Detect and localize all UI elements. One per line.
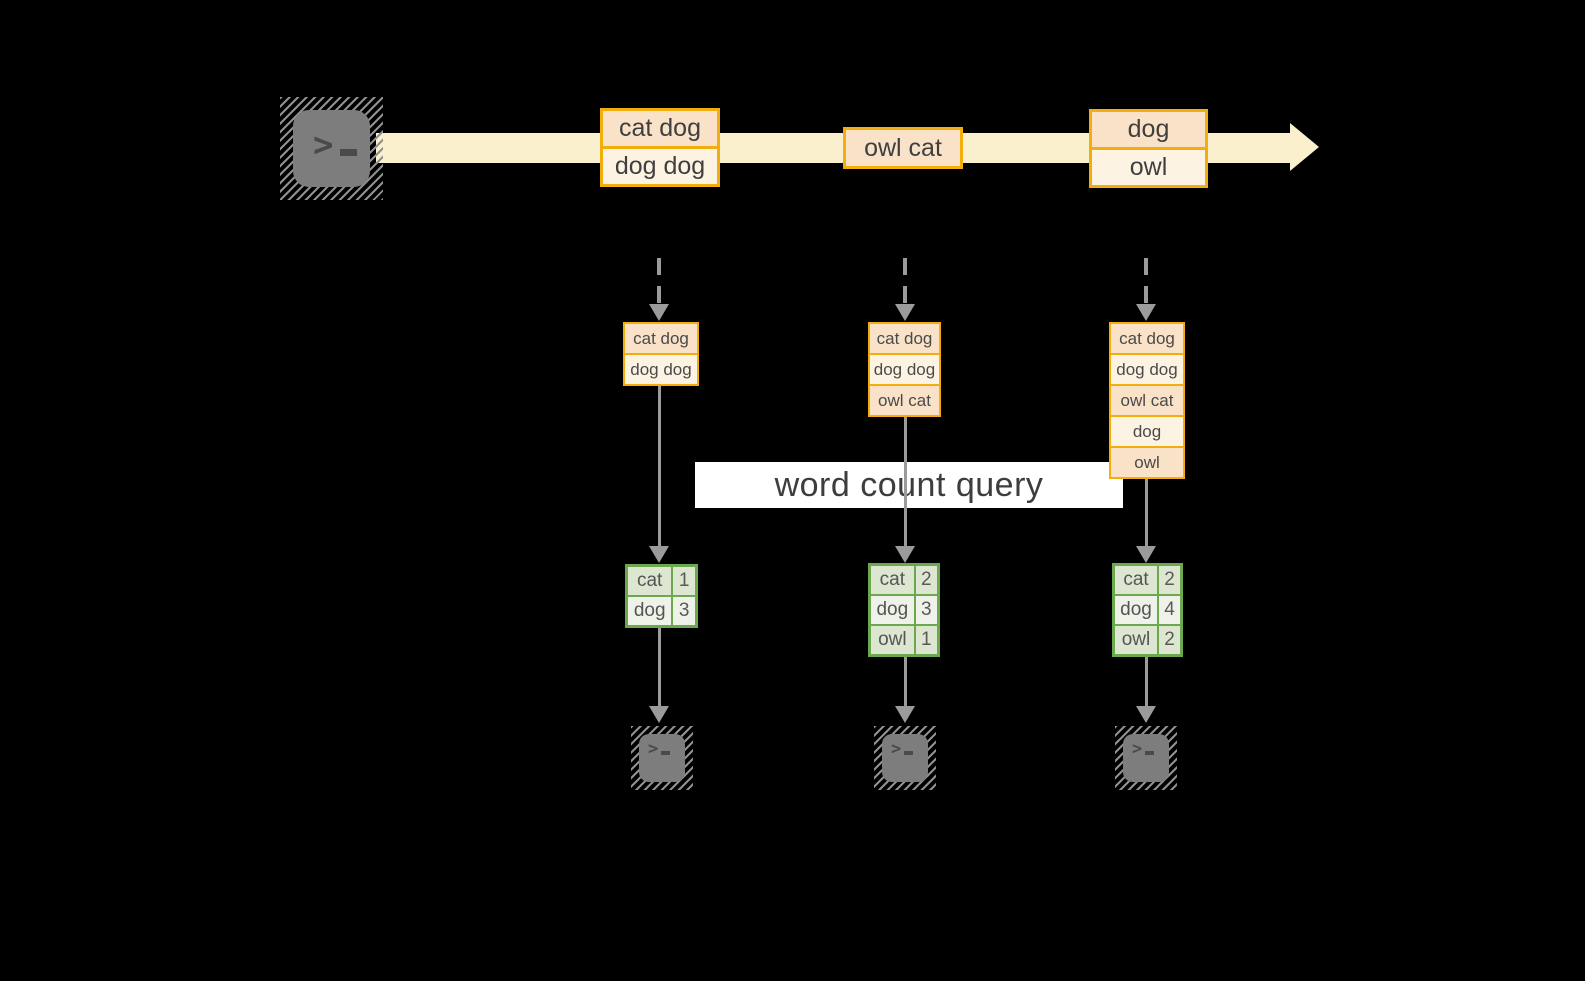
- stream-event-box-1: cat dog dog dog: [600, 108, 720, 187]
- query-arrowhead-3: [1136, 546, 1156, 563]
- output-arrowhead-2: [895, 706, 915, 723]
- input-record: owl cat: [870, 384, 939, 415]
- query-arrowhead-1: [649, 546, 669, 563]
- terminal-screen: >: [639, 734, 685, 782]
- output-arrowhead-1: [649, 706, 669, 723]
- table-row: dog 3: [628, 595, 695, 625]
- result-table-1: cat 1 dog 3: [625, 564, 698, 628]
- output-arrow-line-2: [904, 657, 907, 707]
- source-terminal-icon: >: [280, 97, 383, 200]
- input-record: dog dog: [1111, 353, 1183, 384]
- trigger-arrow-line-3: [1144, 258, 1148, 304]
- table-row: cat 2: [1115, 566, 1180, 594]
- table-row: owl 2: [1115, 624, 1180, 654]
- terminal-screen: >: [882, 734, 928, 782]
- table-row: cat 2: [871, 566, 937, 594]
- result-table-3: cat 2 dog 4 owl 2: [1112, 563, 1183, 657]
- output-arrow-line-1: [658, 628, 661, 707]
- sink-terminal-icon-3: >: [1115, 726, 1177, 790]
- word-cell: cat: [879, 569, 906, 590]
- input-records-box-3: cat dog dog dog owl cat dog owl: [1109, 322, 1185, 479]
- input-record: owl: [1111, 446, 1183, 477]
- terminal-screen: >: [293, 110, 370, 187]
- count-cell: 1: [913, 626, 937, 654]
- word-cell: cat: [636, 570, 663, 591]
- sink-terminal-icon-1: >: [631, 726, 693, 790]
- count-cell: 3: [671, 597, 695, 625]
- input-record: owl cat: [1111, 384, 1183, 415]
- table-row: cat 1: [628, 567, 695, 595]
- word-cell: owl: [1121, 629, 1151, 650]
- terminal-cursor-icon: [340, 149, 358, 156]
- terminal-prompt-icon: >: [1132, 741, 1155, 758]
- query-label: word count query: [774, 465, 1044, 504]
- terminal-cursor-icon: [1145, 751, 1155, 755]
- result-table-2: cat 2 dog 3 owl 1: [868, 563, 940, 657]
- trigger-arrowhead-3: [1136, 304, 1156, 321]
- query-arrow-line-3: [1145, 479, 1148, 546]
- stream-arrowhead-icon: [1290, 123, 1319, 171]
- table-row: dog 4: [1115, 594, 1180, 624]
- input-record: cat dog: [870, 324, 939, 353]
- terminal-cursor-icon: [661, 751, 671, 755]
- terminal-cursor-icon: [904, 751, 914, 755]
- word-cell: dog: [633, 600, 666, 621]
- input-record: cat dog: [1111, 324, 1183, 353]
- count-cell: 1: [671, 567, 695, 595]
- word-cell: cat: [1123, 569, 1149, 590]
- input-records-box-1: cat dog dog dog: [623, 322, 699, 386]
- query-arrowhead-2: [895, 546, 915, 563]
- word-count-query-banner: word count query: [695, 462, 1123, 508]
- input-record: dog: [1111, 415, 1183, 446]
- trigger-arrow-line-2: [903, 258, 907, 304]
- stream-record: owl: [1092, 147, 1205, 185]
- input-records-box-2: cat dog dog dog owl cat: [868, 322, 941, 417]
- table-row: dog 3: [871, 594, 937, 624]
- word-cell: owl: [878, 629, 907, 650]
- stream-record: dog dog: [603, 146, 717, 184]
- sink-terminal-icon-2: >: [874, 726, 936, 790]
- terminal-screen: >: [1123, 734, 1169, 782]
- table-row: owl 1: [871, 624, 937, 654]
- input-record: cat dog: [625, 324, 697, 353]
- count-cell: 2: [913, 566, 937, 594]
- count-cell: 4: [1157, 596, 1180, 624]
- input-record: dog dog: [625, 353, 697, 384]
- stream-event-box-2: owl cat: [843, 127, 963, 169]
- trigger-arrowhead-1: [649, 304, 669, 321]
- count-cell: 2: [1157, 626, 1180, 654]
- terminal-prompt-icon: >: [891, 741, 914, 758]
- stream-record: cat dog: [603, 111, 717, 146]
- stream-record: dog: [1092, 112, 1205, 147]
- output-arrow-line-3: [1145, 657, 1148, 707]
- word-cell: dog: [1120, 599, 1152, 620]
- query-arrow-line-2: [904, 417, 907, 546]
- input-record: dog dog: [870, 353, 939, 384]
- word-cell: dog: [876, 599, 909, 620]
- stream-record: owl cat: [846, 130, 960, 166]
- count-cell: 2: [1157, 566, 1180, 594]
- stream-event-box-3: dog owl: [1089, 109, 1208, 188]
- query-arrow-line-1: [658, 386, 661, 546]
- output-arrowhead-3: [1136, 706, 1156, 723]
- terminal-prompt-icon: >: [313, 128, 358, 162]
- terminal-prompt-icon: >: [648, 741, 671, 758]
- count-cell: 3: [913, 596, 937, 624]
- trigger-arrow-line-1: [657, 258, 661, 304]
- trigger-arrowhead-2: [895, 304, 915, 321]
